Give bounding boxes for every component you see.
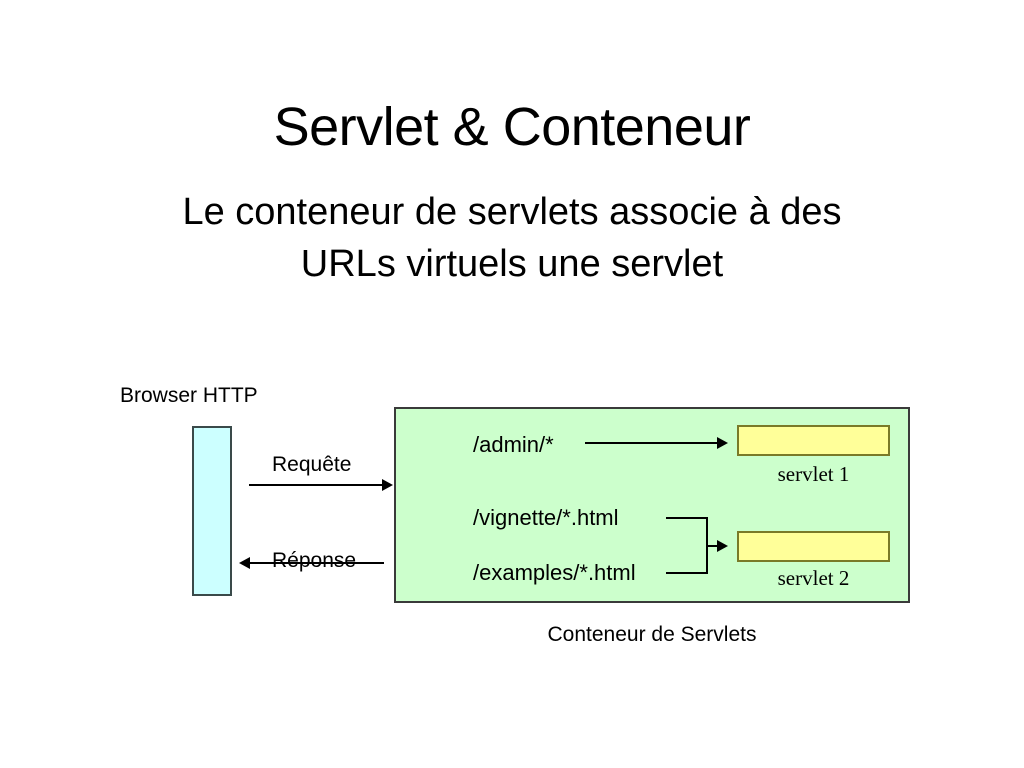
bracket-stem-line [706,545,718,547]
response-arrow-line [250,562,384,564]
admin-mapping-arrow-head-icon [717,437,728,449]
request-arrow-head-icon [382,479,393,491]
url-mapping-vignette: /vignette/*.html [473,505,619,530]
page-title: Servlet & Conteneur [273,97,751,157]
response-label: Réponse [272,549,357,572]
bracket-arrow-head-icon [717,540,728,552]
servlet-node-2 [737,531,890,562]
url-mapping-admin: /admin/* [473,432,554,457]
request-arrow-line [249,484,383,486]
url-mapping-examples: /examples/*.html [473,560,636,585]
servlet-container-caption: Conteneur de Servlets [547,623,757,646]
servlet-label-1: servlet 1 [777,462,850,486]
bracket-bottom-line [666,572,708,574]
browser-node [192,426,232,596]
response-arrow-head-icon [239,557,250,569]
servlet-label-2: servlet 2 [777,566,850,590]
servlet-node-1 [737,425,890,456]
bracket-top-line [666,517,708,519]
browser-label: Browser HTTP [120,384,258,407]
request-label: Requête [272,453,352,476]
slide-subtitle: Le conteneur de servlets associe à des U… [182,191,842,285]
admin-mapping-arrow-line [585,442,718,444]
